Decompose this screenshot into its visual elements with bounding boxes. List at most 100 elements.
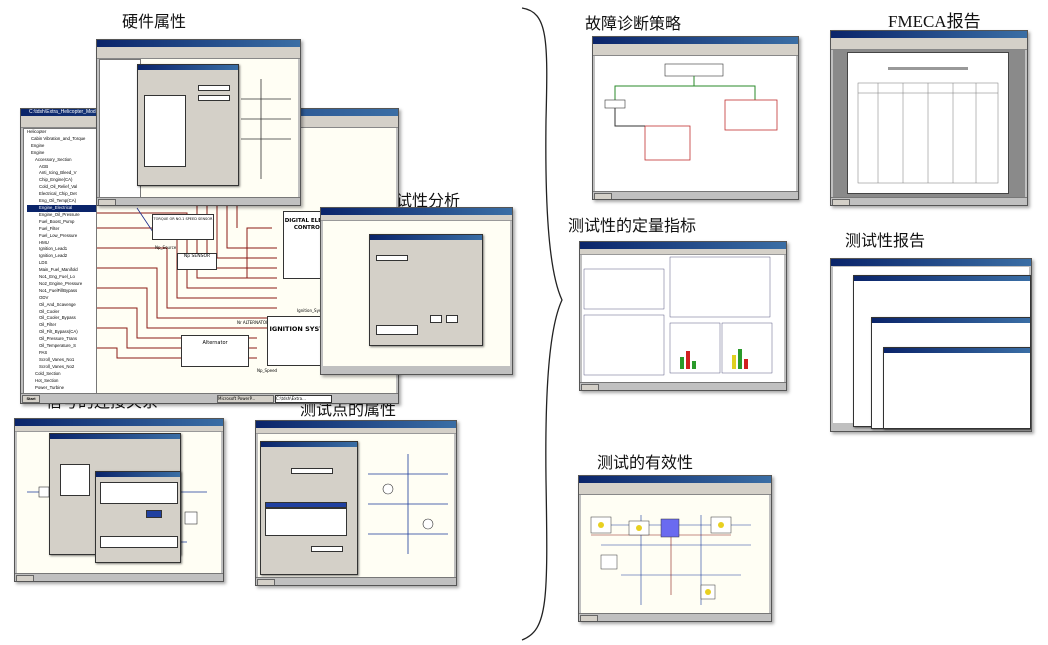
strategy-window-toolbar[interactable] — [593, 49, 798, 56]
signal-start-button[interactable] — [16, 575, 34, 581]
tree-item[interactable]: Oil_Filt_Bypass(CA) — [39, 329, 78, 335]
tree-item[interactable]: Ignition_Lead1 — [39, 246, 68, 252]
tree-item[interactable]: Scroll_Vanes_No1 — [39, 356, 75, 362]
report-window-titlebar[interactable] — [831, 259, 1031, 266]
signal-window-menubar[interactable] — [15, 426, 223, 432]
hardware-properties-dialog[interactable] — [137, 64, 239, 186]
metrics-start-button[interactable] — [581, 384, 599, 390]
testpoint-dialog-titlebar[interactable] — [261, 442, 357, 447]
tree-item[interactable]: Engine_Oil_Pressure — [39, 211, 80, 217]
signal-dialog-front-list[interactable] — [100, 482, 178, 504]
tree-item[interactable]: Cold_Section — [35, 370, 61, 376]
fmeca-window-toolbar[interactable] — [831, 43, 1027, 50]
signal-dialog-front-ok[interactable] — [146, 510, 162, 518]
main-window-taskbar[interactable]: Start Microsoft PowerP... C:\tdsh\Extra.… — [21, 393, 398, 403]
tree-item[interactable]: Eng_Oil_Temp(CA) — [39, 198, 77, 204]
tree-item[interactable]: LDS — [39, 260, 48, 266]
analysis-dialog-titlebar[interactable] — [370, 235, 482, 240]
tree-item[interactable]: Oil_And_Scavenge — [39, 301, 76, 307]
tree-item[interactable]: HMU — [39, 239, 49, 245]
testability-metrics-window[interactable] — [579, 241, 787, 391]
tree-item[interactable]: Chip_Engine(CA) — [39, 177, 73, 183]
tree-item[interactable]: Fuel_Low_Pressure — [39, 232, 78, 238]
report-window-4-titlebar[interactable] — [884, 348, 1030, 353]
signal-window-taskbar[interactable] — [15, 573, 223, 581]
tree-item[interactable]: Oil_Temperature_S — [39, 343, 77, 349]
tree-item[interactable]: PAS — [39, 350, 48, 355]
tree-item[interactable]: Oil_Pressure_Trans — [39, 336, 78, 342]
hardware-tree[interactable] — [99, 59, 141, 201]
hardware-window-titlebar[interactable] — [97, 40, 300, 47]
strategy-start-button[interactable] — [594, 193, 612, 199]
tree-item[interactable]: AGB — [39, 163, 49, 169]
testpoint-window-menubar[interactable] — [256, 428, 456, 434]
tree-item[interactable]: Power_Turbine — [35, 384, 64, 390]
effectiveness-canvas[interactable] — [581, 495, 769, 613]
hardware-window-toolbar[interactable] — [97, 52, 300, 59]
testpoint-window-taskbar[interactable] — [256, 577, 456, 585]
metrics-window-titlebar[interactable] — [580, 242, 786, 249]
testpoint-dialog-table[interactable] — [265, 508, 347, 536]
hardware-dialog-field2[interactable] — [198, 95, 230, 101]
start-button[interactable]: Start — [22, 395, 40, 403]
analysis-window-menubar[interactable] — [321, 215, 512, 221]
testpoint-dialog[interactable] — [260, 441, 358, 575]
testpoint-dialog-name-field[interactable] — [291, 468, 333, 474]
tree-item[interactable]: Electrical_Chip_Det — [39, 191, 77, 197]
analysis-dialog-field4[interactable] — [446, 315, 458, 323]
fmeca-page-area[interactable] — [833, 50, 1025, 197]
tree-item[interactable]: ODV — [39, 294, 49, 300]
metrics-window-menubar[interactable] — [580, 249, 786, 255]
tree-item[interactable]: No1_FuelFillBypass — [39, 287, 78, 293]
signal-dialog-front-titlebar[interactable] — [96, 472, 180, 477]
tree-item[interactable]: Cold_Oil_Relief_Val — [39, 184, 78, 190]
signal-dialog-back-panel[interactable] — [60, 464, 90, 496]
signal-dialog-front[interactable] — [95, 471, 181, 563]
effectiveness-window-toolbar[interactable] — [579, 488, 771, 495]
tree-item[interactable]: Main_Fuel_Manifold — [39, 267, 78, 273]
testpoint-dialog-field2[interactable] — [311, 546, 343, 552]
strategy-window-taskbar[interactable] — [593, 191, 798, 199]
analysis-window-titlebar[interactable] — [321, 208, 512, 215]
testability-analysis-window[interactable] — [320, 207, 513, 375]
test-point-properties-window[interactable] — [255, 420, 457, 586]
signal-dialog-back-titlebar[interactable] — [50, 434, 180, 439]
fault-diagnosis-strategy-window[interactable] — [592, 36, 799, 200]
fmeca-start-button[interactable] — [832, 199, 850, 205]
signal-connections-window[interactable] — [14, 418, 224, 582]
hardware-dialog-field[interactable] — [198, 85, 230, 91]
report-window-3-titlebar[interactable] — [872, 318, 1030, 323]
tree-item[interactable]: Anti_Icing_Bleed_V — [39, 170, 77, 176]
fmeca-report-window[interactable] — [830, 30, 1028, 206]
hardware-dialog-list[interactable] — [144, 95, 186, 167]
testpoint-dialog-selected-row[interactable] — [265, 502, 347, 508]
testability-report-window[interactable] — [830, 258, 1032, 432]
tree-item[interactable]: Ignition_Lead2 — [39, 253, 68, 259]
fmeca-window-taskbar[interactable] — [831, 197, 1027, 205]
analysis-dialog[interactable] — [369, 234, 483, 346]
tree-item[interactable]: Hot_Section — [35, 377, 59, 383]
torque-sensor-box[interactable]: TORQUE OR NO.1 SPEED SENSOR — [152, 214, 214, 240]
testpoint-window-titlebar[interactable] — [256, 421, 456, 428]
hardware-properties-window[interactable] — [96, 39, 301, 206]
tree-item[interactable]: Oil_Cooler — [39, 308, 60, 314]
tree-item[interactable]: Fuel_Filter — [39, 225, 60, 231]
hardware-start-button[interactable] — [98, 199, 116, 205]
report-window-4[interactable] — [883, 347, 1031, 429]
tree-item[interactable]: Scroll_Vanes_No2 — [39, 363, 75, 369]
signal-dialog-front-field[interactable] — [100, 536, 178, 548]
tree-item[interactable]: Fuel_Boost_Pump — [39, 218, 75, 224]
metrics-report-area[interactable] — [582, 255, 784, 382]
tree-item[interactable]: Oil_Cooler_Bypass — [39, 315, 76, 321]
metrics-window-taskbar[interactable] — [580, 382, 786, 390]
testpoint-start-button[interactable] — [257, 579, 275, 585]
np-sensor-box[interactable]: Np SENSOR — [177, 253, 217, 270]
tree-item[interactable]: No1_Eng_Fuel_Lo — [39, 274, 75, 280]
report-window-2-titlebar[interactable] — [854, 276, 1030, 281]
analysis-dialog-field[interactable] — [376, 255, 408, 261]
analysis-dialog-field2[interactable] — [376, 325, 418, 335]
taskbar-item-powerpoint[interactable]: Microsoft PowerP... — [217, 395, 274, 403]
strategy-window-titlebar[interactable] — [593, 37, 798, 44]
tree-item[interactable]: Helicopter — [27, 129, 47, 134]
